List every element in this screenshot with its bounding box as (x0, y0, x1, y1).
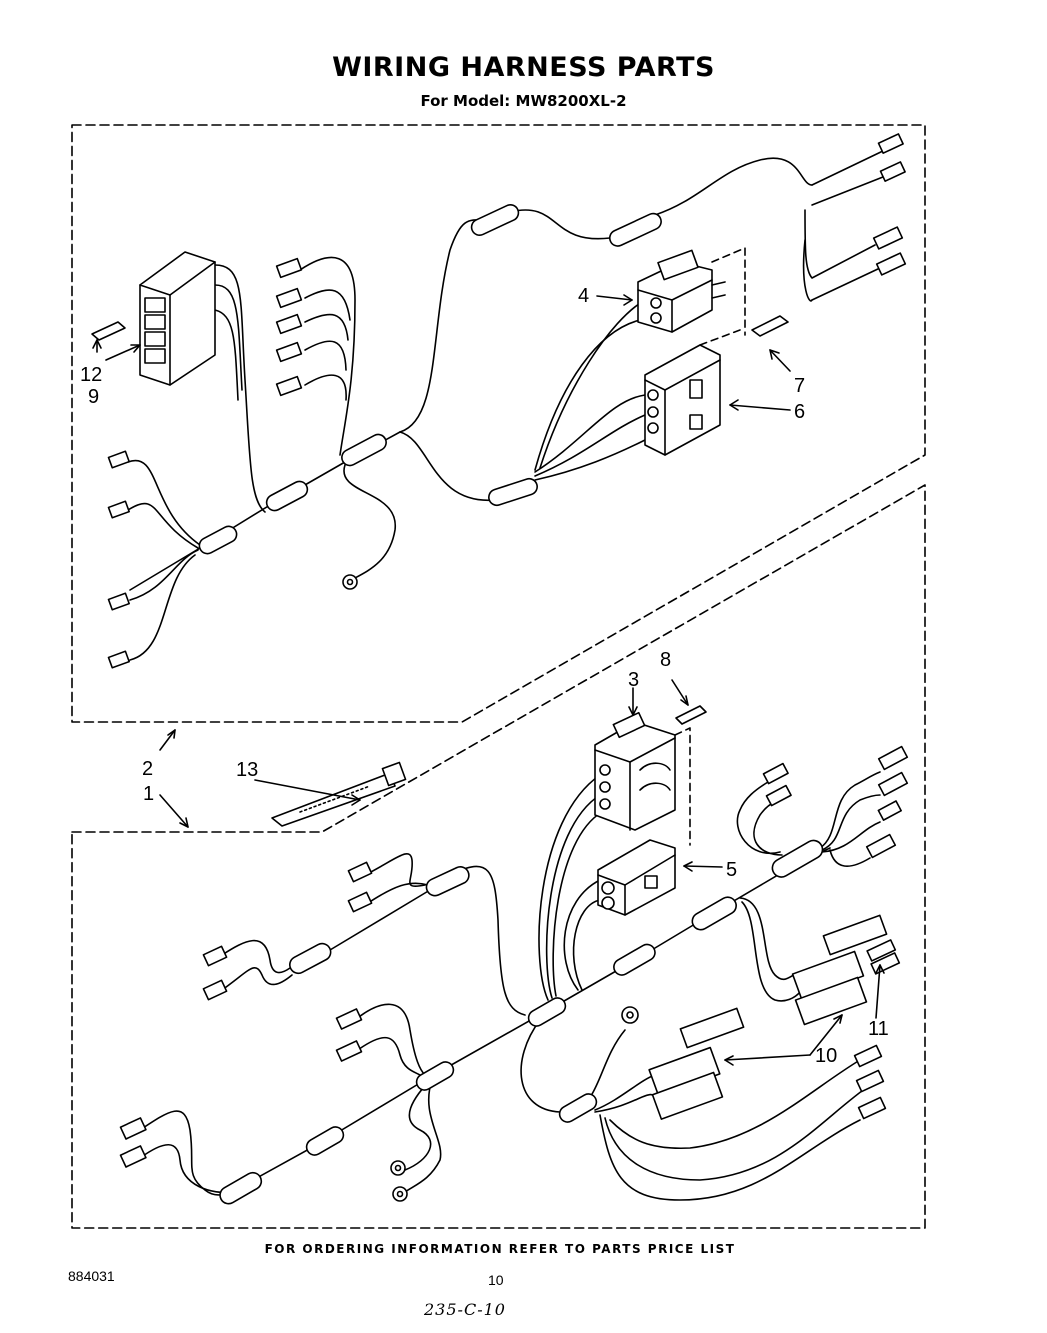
lower-harness-sleeves (219, 839, 824, 1205)
ordering-note: FOR ORDERING INFORMATION REFER TO PARTS … (264, 1242, 736, 1256)
document-number: 884031 (68, 1268, 115, 1284)
callout-leaders (92, 294, 885, 1066)
callout-13: 13 (236, 759, 258, 781)
lower-harness-outline (71, 484, 926, 1229)
callout-12: 12 (80, 364, 102, 386)
callout-6: 6 (794, 401, 805, 423)
upper-harness-wires (127, 149, 889, 661)
lower-harness-wires (139, 771, 881, 1201)
connector-block-9 (139, 251, 216, 386)
housing-10-upper (791, 914, 888, 1026)
pin-terminal-12 (91, 321, 126, 341)
handwritten-note: 235-C-10 (424, 1300, 506, 1319)
callout-1: 1 (143, 783, 154, 805)
page-title: WIRING HARNESS PARTS (332, 52, 715, 83)
callout-11: 11 (868, 1018, 889, 1040)
upper-harness-outline (71, 124, 926, 723)
upper-assembly-leaders (699, 247, 746, 346)
callout-7: 7 (794, 375, 805, 397)
connector-4 (637, 249, 726, 333)
upper-terminals (107, 133, 907, 669)
terminal-pair-11 (866, 939, 901, 975)
callout-10: 10 (815, 1045, 837, 1067)
lower-assembly-leaders (674, 727, 691, 846)
lower-terminals (119, 745, 909, 1202)
callout-2: 2 (142, 758, 153, 780)
upper-harness-sleeves (198, 204, 662, 555)
pin-terminal-7 (751, 315, 789, 337)
connector-6 (644, 344, 721, 456)
callout-5: 5 (726, 859, 737, 881)
page-number: 10 (488, 1272, 504, 1288)
callout-8: 8 (660, 649, 671, 671)
callout-9: 9 (88, 386, 99, 408)
model-subtitle: For Model: MW8200XL-2 (420, 92, 627, 110)
connector-5 (597, 839, 676, 916)
pin-terminal-8 (675, 705, 707, 725)
callout-3: 3 (628, 669, 639, 691)
cable-tie-13 (271, 761, 407, 827)
connector-3 (594, 711, 676, 831)
housing-10-lower (648, 1007, 745, 1120)
callout-4: 4 (578, 285, 589, 307)
